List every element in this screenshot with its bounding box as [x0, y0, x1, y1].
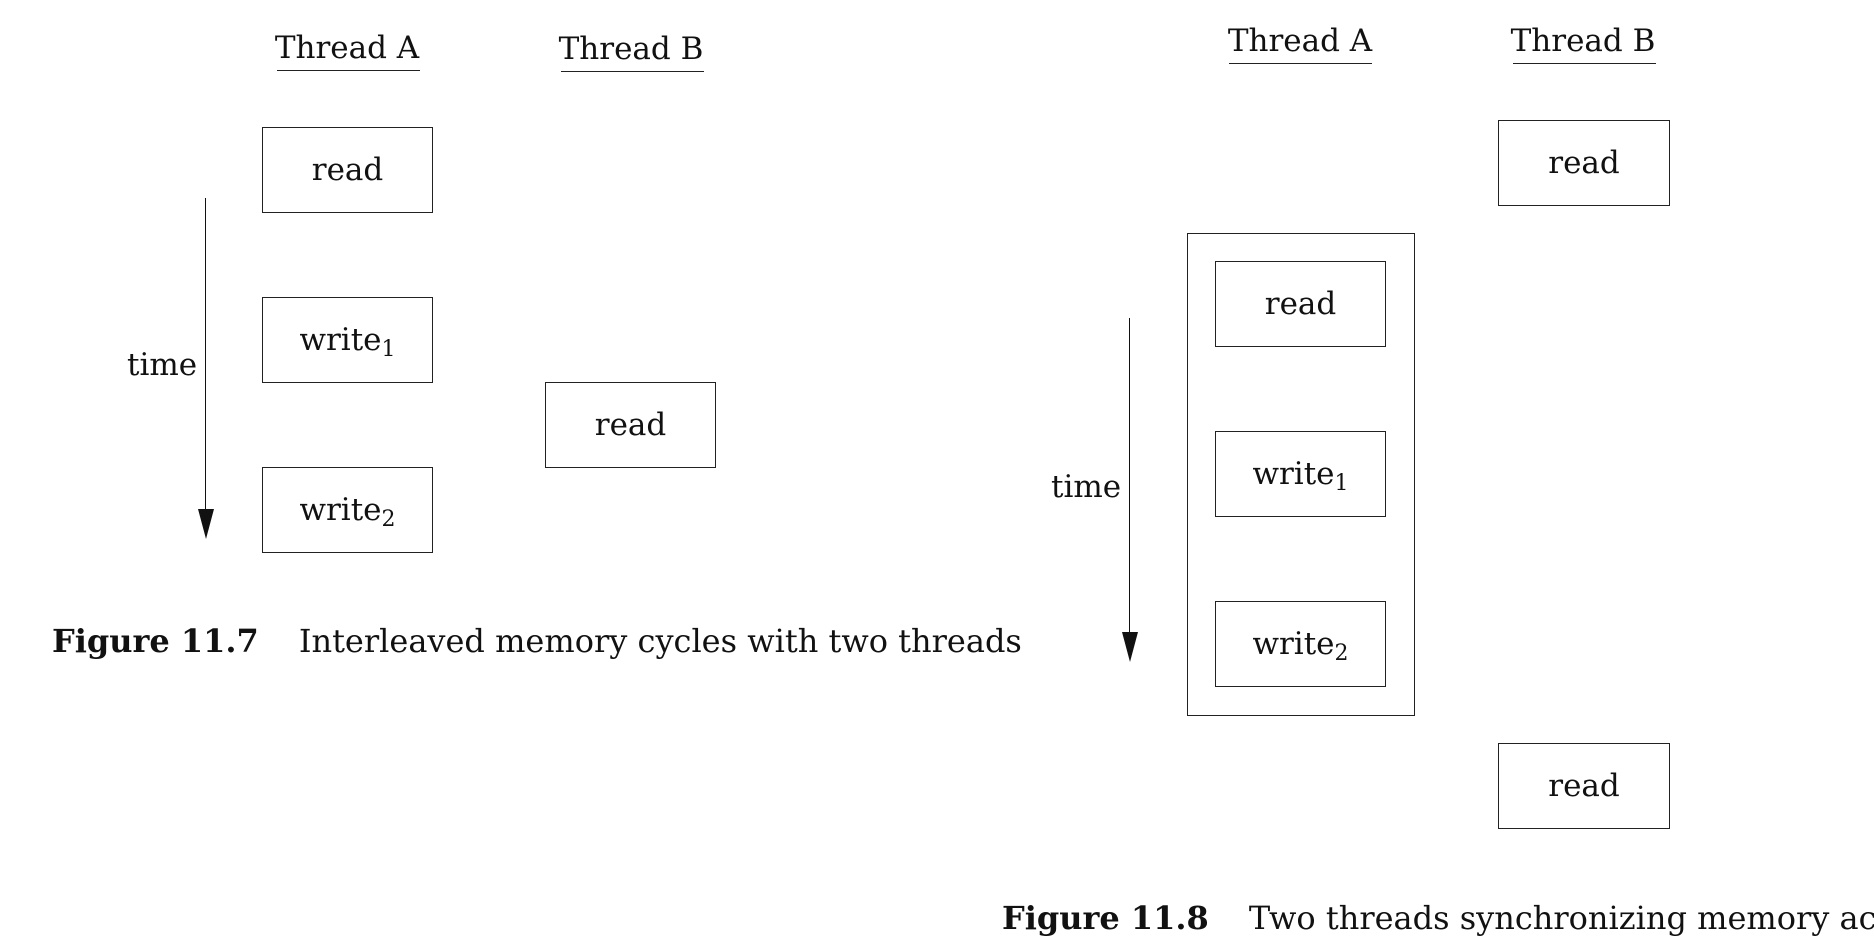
fig7-header-b-underline	[561, 71, 704, 72]
fig8-header-thread-a: Thread A	[1227, 23, 1373, 59]
fig7-thread-a-write1-label: write1	[299, 322, 395, 362]
fig7-thread-a-write2-label: write2	[299, 492, 395, 532]
fig8-time-arrow-line	[1129, 318, 1130, 633]
fig8-write1-sub: 1	[1334, 471, 1349, 496]
fig7-thread-a-write2-box: write2	[262, 467, 433, 553]
fig7-thread-a-read-label: read	[311, 152, 384, 188]
fig8-thread-b-read-top-label: read	[1548, 145, 1620, 181]
fig8-caption-number: Figure 11.8	[1002, 899, 1209, 937]
fig8-caption-text: Two threads synchronizing memory access	[1248, 899, 1874, 937]
fig8-thread-a-read-box: read	[1215, 261, 1386, 347]
fig7-header-a-underline	[277, 70, 420, 71]
fig7-write1-base: write	[299, 322, 382, 358]
fig7-write2-base: write	[299, 492, 382, 528]
fig8-write2-sub: 2	[1334, 641, 1349, 666]
fig7-thread-a-read-box: read	[262, 127, 433, 213]
fig8-thread-a-read-label: read	[1264, 286, 1337, 322]
fig8-thread-a-write1-box: write1	[1215, 431, 1386, 517]
fig8-thread-a-write1-label: write1	[1252, 456, 1348, 496]
fig8-thread-b-read-bottom-box: read	[1498, 743, 1670, 829]
fig8-thread-a-write2-box: write2	[1215, 601, 1386, 687]
fig8-thread-a-write2-label: write2	[1252, 626, 1348, 666]
fig7-thread-b-read-box: read	[545, 382, 716, 468]
fig7-time-arrow-head	[198, 509, 214, 539]
fig8-write2-base: write	[1252, 626, 1335, 662]
fig8-critical-section-box	[1187, 233, 1415, 716]
fig8-header-thread-b: Thread B	[1510, 23, 1656, 59]
fig7-time-label: time	[127, 347, 198, 383]
fig8-write1-base: write	[1252, 456, 1335, 492]
fig8-header-a-underline	[1229, 63, 1372, 64]
fig8-time-label: time	[1051, 469, 1122, 505]
fig7-time-arrow-line	[205, 198, 206, 510]
fig7-caption-number: Figure 11.7	[52, 622, 259, 660]
fig7-header-thread-a: Thread A	[274, 30, 420, 66]
fig7-caption-text: Interleaved memory cycles with two threa…	[298, 622, 1022, 660]
fig7-thread-a-write1-box: write1	[262, 297, 433, 383]
fig7-write2-sub: 2	[381, 507, 396, 532]
fig8-caption: Figure 11.8 Two threads synchronizing mem…	[1002, 898, 1874, 938]
fig7-write1-sub: 1	[381, 337, 396, 362]
fig8-thread-b-read-top-box: read	[1498, 120, 1670, 206]
fig8-header-b-underline	[1513, 63, 1656, 64]
fig7-header-thread-b: Thread B	[558, 31, 704, 67]
fig8-thread-b-read-bottom-label: read	[1548, 768, 1620, 804]
fig7-thread-b-read-label: read	[594, 407, 667, 443]
fig8-time-arrow-head	[1122, 632, 1138, 662]
fig7-caption: Figure 11.7 Interleaved memory cycles wit…	[52, 621, 1022, 661]
